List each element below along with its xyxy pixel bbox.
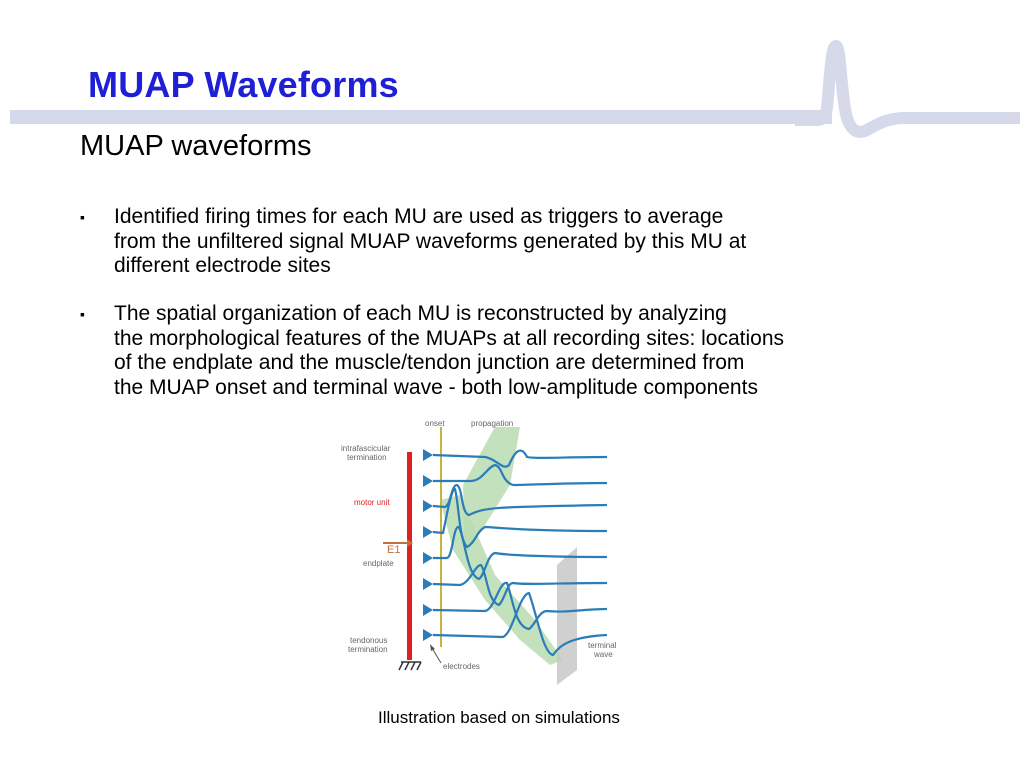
bullet-1-line-1: Identified firing times for each MU are … [114, 205, 724, 228]
motor-unit-bar [407, 452, 412, 660]
bullet-marker: ▪ [80, 209, 85, 225]
bullet-1: ▪ Identified firing times for each MU ar… [80, 205, 746, 279]
bullet-2-line-3: of the endplate and the muscle/tendon ju… [114, 351, 745, 374]
muap-illustration: onset propagation intrafascicular termin… [341, 419, 617, 685]
bullet-2: ▪ The spatial organization of each MU is… [80, 302, 784, 400]
waveform-8 [432, 591, 608, 657]
label-endplate: endplate [363, 559, 394, 568]
propagation-band [463, 427, 520, 555]
bullet-1-line-3: different electrode sites [114, 254, 331, 277]
bullet-2-line-2: the morphological features of the MUAPs … [114, 326, 785, 350]
label-tendonous-termination: termination [348, 645, 388, 654]
muap-waveforms [432, 449, 608, 657]
label-terminal-wave: wave [593, 650, 613, 659]
label-propagation: propagation [471, 419, 513, 428]
figure-caption: Illustration based on simulations [378, 708, 620, 727]
electrode-triangles [423, 449, 433, 641]
title-underline [10, 110, 832, 124]
waveform-5 [433, 525, 608, 581]
label-onset: onset [425, 419, 445, 428]
waveform-4 [432, 487, 608, 549]
terminal-band [557, 547, 577, 685]
bullet-2-line-4: the MUAP onset and terminal wave - both … [114, 375, 758, 399]
waveform-2 [433, 463, 608, 487]
bullet-2-line-1: The spatial organization of each MU is r… [114, 302, 727, 325]
bullet-marker: ▪ [80, 306, 85, 322]
label-terminal: terminal [588, 641, 617, 650]
propagation-band-lower [440, 495, 563, 665]
label-intrafascicular-termination: termination [347, 453, 387, 462]
bullet-1-line-2: from the unfiltered signal MUAP waveform… [114, 229, 747, 253]
label-intrafascicular: intrafascicular [341, 444, 391, 453]
waveform-6 [432, 563, 608, 607]
label-e1: E1 [387, 544, 400, 556]
label-motor-unit: motor unit [354, 498, 390, 507]
waveform-logo-icon [795, 40, 1020, 138]
ground-icon [398, 661, 422, 671]
label-tendonous: tendonous [350, 636, 387, 645]
electrodes-pointer [431, 647, 442, 664]
label-electrodes: electrodes [443, 662, 480, 671]
page-title: MUAP Waveforms [88, 64, 399, 105]
figure-labels: onset propagation intrafascicular termin… [341, 419, 617, 671]
waveform-7 [432, 581, 608, 631]
slide-subtitle: MUAP waveforms [80, 130, 312, 162]
waveform-1 [432, 449, 608, 468]
